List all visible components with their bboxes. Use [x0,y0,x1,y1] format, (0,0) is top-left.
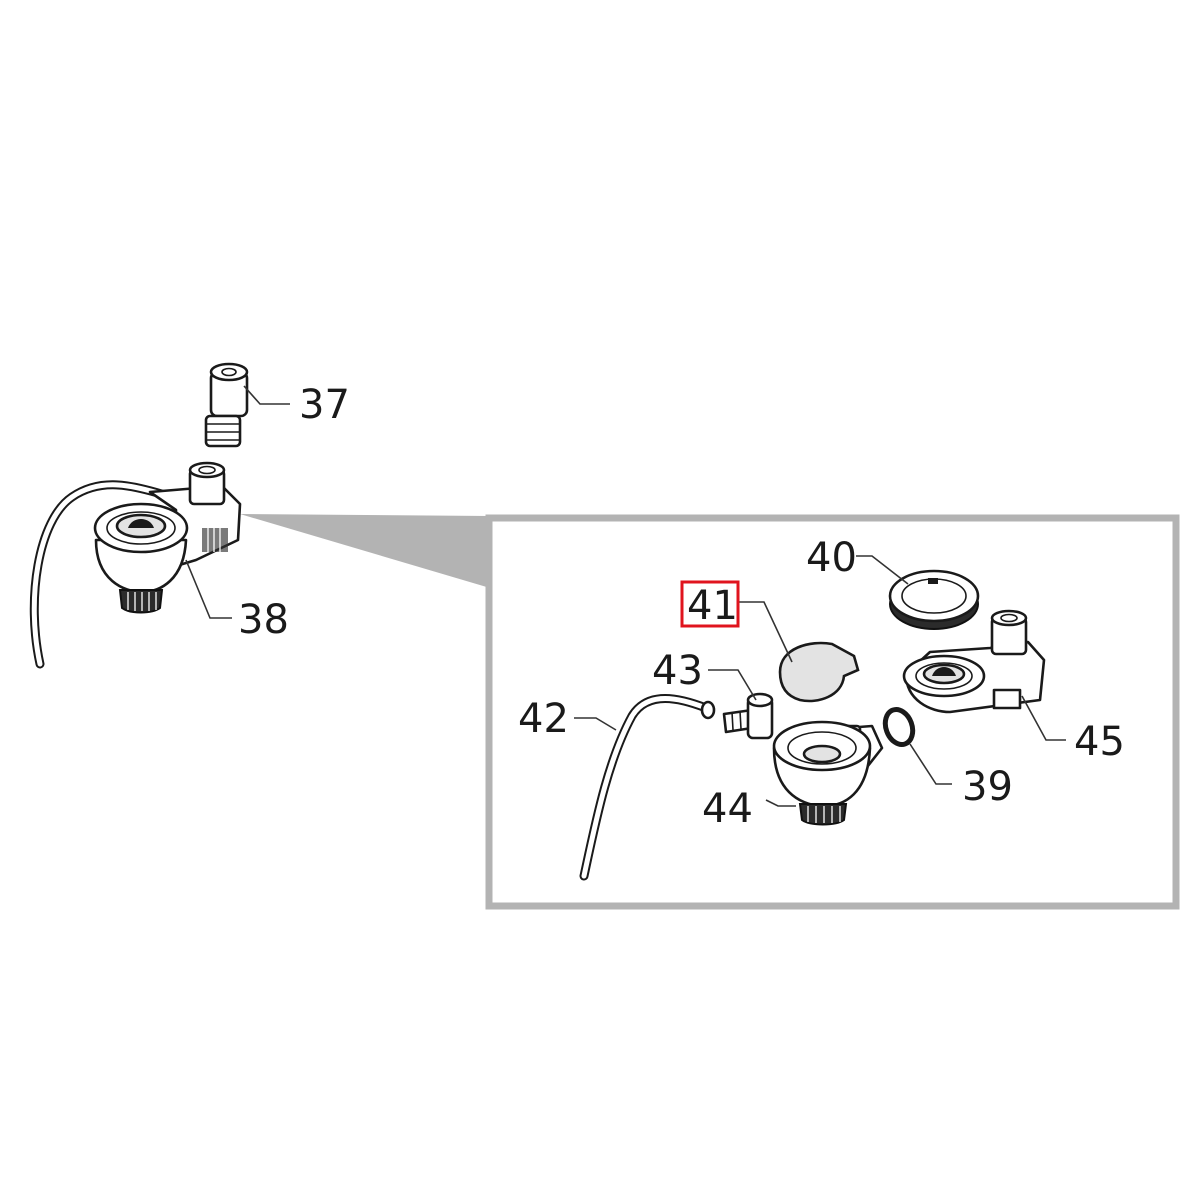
part-43-elbow [722,692,774,740]
callout-41-highlight-box [680,580,740,628]
part-45-body [902,609,1046,714]
callout-40: 40 [806,535,857,581]
part-38-assembly [29,461,242,669]
leader-41 [738,601,793,663]
part-42-hose [579,694,716,881]
callout-42: 42 [518,696,569,742]
callout-41: 41 [687,583,738,629]
part-37-stem [204,362,249,448]
leader-37 [243,385,290,405]
part-44-cup [772,720,884,826]
zoom-wedge [240,514,490,588]
callout-38: 38 [238,597,289,643]
inset-frame [485,514,1180,910]
part-41-cover [778,641,860,703]
part-39-oring [882,707,916,747]
leader-39 [909,743,952,785]
leader-40 [856,555,909,585]
callout-44: 44 [702,786,753,832]
leader-42 [574,717,617,731]
callout-43: 43 [652,648,703,694]
callout-37: 37 [299,382,350,428]
callout-39: 39 [962,764,1013,810]
callout-45: 45 [1074,719,1125,765]
leader-44 [765,799,796,807]
leader-38 [185,559,232,619]
leader-45 [1021,695,1066,741]
leader-43 [708,669,757,701]
part-40-ring [888,569,980,630]
